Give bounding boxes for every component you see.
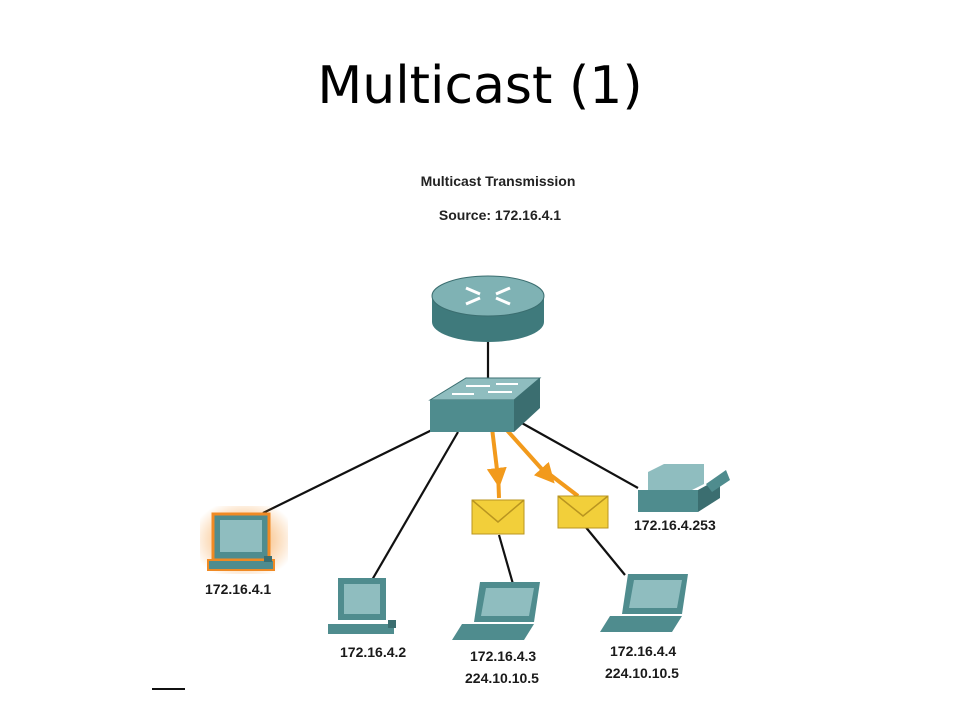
host-3-laptop-icon <box>452 582 540 640</box>
link-printer <box>519 421 639 489</box>
host-4-laptop-icon <box>600 574 688 632</box>
envelope-icon <box>471 499 525 535</box>
host-1-ip: 172.16.4.1 <box>205 581 271 597</box>
slide-title: Multicast (1) <box>317 56 643 116</box>
source-label: Source: 172.16.4.1 <box>439 207 561 223</box>
envelope-icon <box>557 495 609 529</box>
switch-icon <box>428 377 542 432</box>
multicast-arrow-1 <box>486 427 507 488</box>
printer-icon <box>638 464 730 512</box>
host-4-group: 224.10.10.5 <box>605 665 679 681</box>
link-host-1 <box>262 427 437 514</box>
host-2-ip: 172.16.4.2 <box>340 644 406 660</box>
host-1-computer-icon <box>200 506 288 574</box>
link-host-3 <box>497 534 515 585</box>
diagram-heading: Multicast Transmission <box>421 173 576 189</box>
host-4-ip: 172.16.4.4 <box>610 643 676 659</box>
router-icon <box>431 275 545 342</box>
host-2-computer-icon <box>328 578 396 634</box>
printer-ip: 172.16.4.253 <box>634 517 716 533</box>
link-host-2 <box>371 431 459 581</box>
host-3-ip: 172.16.4.3 <box>470 648 536 664</box>
multicast-arrow-2 <box>503 426 555 484</box>
host-3-group: 224.10.10.5 <box>465 670 539 686</box>
link-host-4 <box>583 524 626 576</box>
